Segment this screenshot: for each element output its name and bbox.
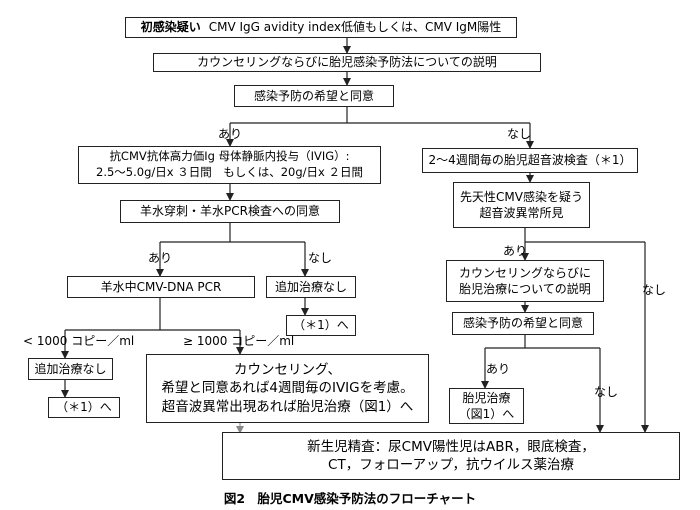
finding-line-2: 超音波異常所見 <box>479 206 564 220</box>
amnio-pcr-text: 羊水中CMV-DNA PCR <box>100 279 222 294</box>
node-ref-1-b: （＊1）へ <box>286 315 356 336</box>
fetal-counsel-line-1: カウンセリングならびに <box>458 265 591 280</box>
ivig-line-2: 2.5～5.0g/日x ３日間 もしくは、20g/日x ２日間 <box>96 165 363 179</box>
node-ivig: 抗CMV抗体高力価Ig 母体静脈内投与（IVIG）: 2.5～5.0g/日x ３… <box>78 146 381 184</box>
figure-caption: 図2 胎児CMV感染予防法のフローチャート <box>223 491 477 506</box>
edge-consent2-split <box>485 335 600 349</box>
node-ref-1-a: （＊1）へ <box>48 397 120 418</box>
label-no-amnio: なし <box>308 251 333 265</box>
ultrasound-text: 2～4週間毎の胎児超音波検査（＊1） <box>428 153 632 168</box>
edge-pcr-split <box>65 298 240 331</box>
finding-line-1: 先天性CMV感染を疑う <box>460 189 583 204</box>
ref-1-a-text: （＊1）へ <box>56 400 112 415</box>
label-no-consent2: なし <box>594 385 619 399</box>
node-ultrasound: 2～4週間毎の胎児超音波検査（＊1） <box>422 148 638 173</box>
high-copy-line-3: 超音波異常出現あれば胎児治療（図1）へ <box>161 398 414 415</box>
label-yes-ultrasound: あり <box>503 244 528 258</box>
node-no-additional-treatment-2: 追加治療なし <box>266 276 356 298</box>
edge-amnio-split <box>160 223 305 243</box>
ivig-line-1: 抗CMV抗体高力価Ig 母体静脈内投与（IVIG）: <box>109 149 350 164</box>
node-initial-suspicion: 初感染疑い CMV IgG avidity index低値もしくは、CMV Ig… <box>125 17 517 38</box>
consent-1-text: 感染予防の希望と同意 <box>253 88 374 103</box>
node-consent-1: 感染予防の希望と同意 <box>234 85 394 107</box>
label-yes-consent2: あり <box>486 362 511 376</box>
consent-2-text: 感染予防の希望と同意 <box>462 316 583 331</box>
fetal-treatment-line-1: 胎児治療 <box>462 390 511 405</box>
label-yes-amnio: あり <box>148 251 173 265</box>
edge-finding-split <box>524 228 645 243</box>
node-high-copy-action: カウンセリング、 希望と同意あれば4週間毎のIVIGを考慮。 超音波異常出現あれ… <box>146 354 429 423</box>
node-fetal-treatment-counseling: カウンセリングならびに 胎児治療についての説明 <box>446 260 604 302</box>
suspicion-criteria: CMV IgG avidity index低値もしくは、CMV IgM陽性 <box>208 20 502 35</box>
label-no-ultrasound: なし <box>642 283 667 297</box>
no-additional-2-text: 追加治療なし <box>274 279 347 294</box>
edge-consent-split <box>230 107 530 124</box>
suspicion-bold-label: 初感染疑い <box>140 20 201 35</box>
node-amnio-pcr: 羊水中CMV-DNA PCR <box>67 276 255 298</box>
label-high-copy: ≥ 1000 コピー／ml <box>183 334 295 348</box>
label-yes-main: あり <box>218 127 243 141</box>
node-no-additional-treatment-1: 追加治療なし <box>28 358 113 380</box>
node-newborn-examination: 新生児精査：尿CMV陽性児はABR，眼底検査， CT，フォローアップ，抗ウイルス… <box>222 432 680 480</box>
label-no-main: なし <box>507 127 532 141</box>
no-additional-1-text: 追加治療なし <box>34 361 107 376</box>
newborn-line-1: 新生児精査：尿CMV陽性児はABR，眼底検査， <box>307 438 595 455</box>
node-congenital-finding: 先天性CMV感染を疑う 超音波異常所見 <box>453 182 590 228</box>
node-fetal-treatment: 胎児治療 （図1）へ <box>449 388 524 424</box>
fetal-counsel-line-2: 胎児治療についての説明 <box>459 282 591 296</box>
fetal-treatment-line-2: （図1）へ <box>458 407 515 421</box>
high-copy-line-1: カウンセリング、 <box>233 362 342 379</box>
high-copy-line-2: 希望と同意あれば4週間毎のIVIGを考慮。 <box>161 380 414 397</box>
node-consent-2: 感染予防の希望と同意 <box>452 312 594 335</box>
node-amnio-consent: 羊水穿刺・羊水PCR検査への同意 <box>120 200 340 223</box>
label-low-copy: < 1000 コピー／ml <box>23 334 135 348</box>
ref-1-b-text: （＊1）へ <box>293 318 349 333</box>
amnio-consent-text: 羊水穿刺・羊水PCR検査への同意 <box>140 204 320 219</box>
newborn-line-2: CT，フォローアップ，抗ウイルス薬治療 <box>328 457 574 473</box>
node-counseling-prevention: カウンセリングならびに胎児感染予防法についての説明 <box>153 53 541 72</box>
counseling-prevention-text: カウンセリングならびに胎児感染予防法についての説明 <box>197 55 497 70</box>
